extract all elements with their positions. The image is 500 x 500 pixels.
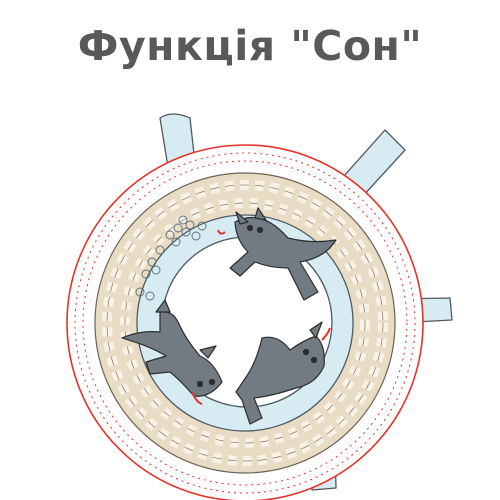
wolf-bottom-right xyxy=(235,321,331,425)
page-title: Функція "Сон" xyxy=(77,22,423,70)
wolf-top-right xyxy=(217,207,337,301)
wolf-left xyxy=(121,299,223,405)
water-bubbles xyxy=(135,215,207,301)
wolves-ring-illustration xyxy=(66,113,453,500)
